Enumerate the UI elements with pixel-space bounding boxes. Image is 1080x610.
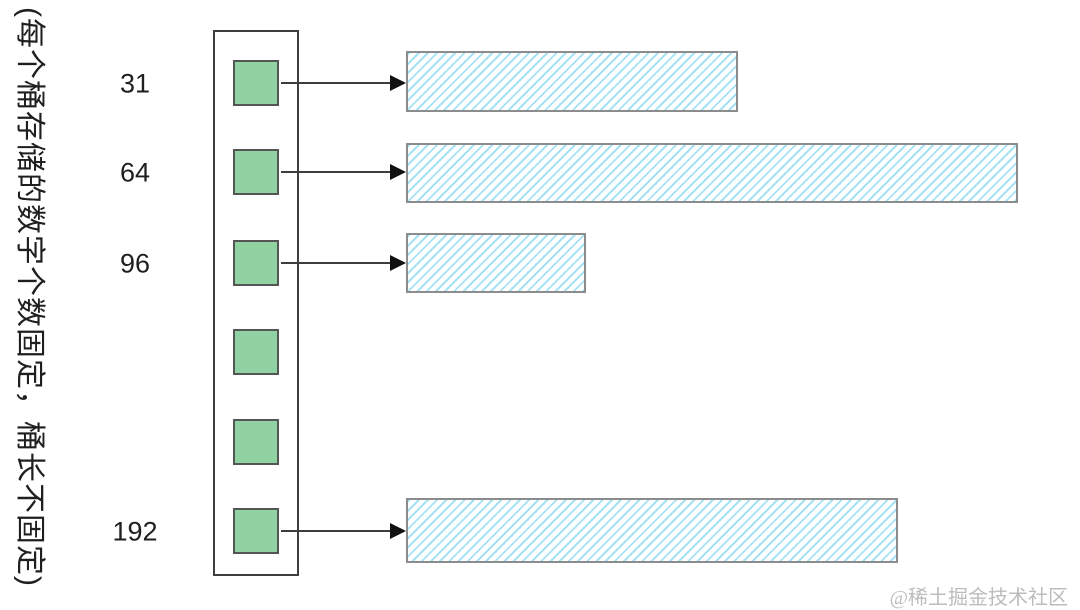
bucket-square	[233, 240, 279, 286]
arrow-line	[281, 82, 393, 84]
bucket-count-label: 96	[119, 248, 151, 279]
bucket-storage-bar	[406, 143, 1018, 203]
bucket-storage-bar	[406, 498, 898, 563]
bucket-container	[213, 30, 299, 576]
bucket-count-label: 31	[119, 68, 151, 99]
bucket-storage-bar	[406, 233, 586, 293]
bucket-square	[233, 419, 279, 465]
arrow-line	[281, 171, 393, 173]
bucket-square	[233, 60, 279, 106]
arrow-line	[281, 262, 393, 264]
bucket-square	[233, 508, 279, 554]
bucket-storage-bar	[406, 51, 738, 112]
arrow-right-icon	[390, 255, 406, 271]
watermark: @稀土掘金技术社区	[889, 587, 1068, 609]
bucket-count-label: 192	[112, 516, 158, 547]
arrow-right-icon	[390, 164, 406, 180]
arrow-right-icon	[390, 75, 406, 91]
bucket-square	[233, 329, 279, 375]
arrow-line	[281, 530, 393, 532]
arrow-right-icon	[390, 523, 406, 539]
bucket-square	[233, 149, 279, 195]
bucket-count-label: 64	[119, 157, 151, 188]
side-note-vertical-text: (每个桶存储的数字个数固定，桶长不固定)	[13, 7, 46, 587]
